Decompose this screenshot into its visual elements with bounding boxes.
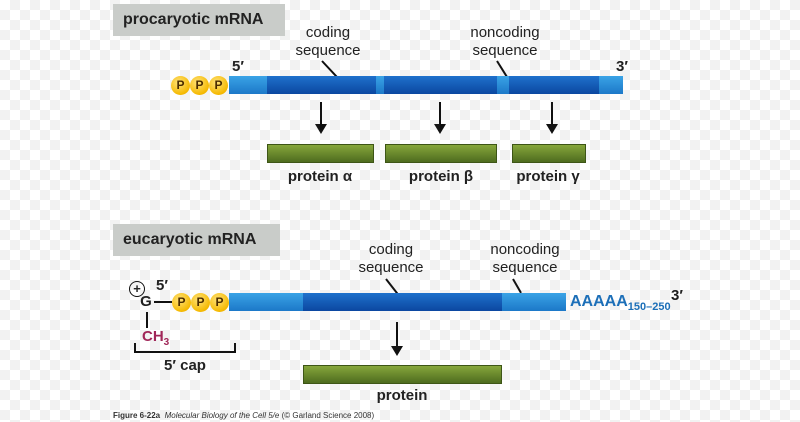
euk-phosphate-1: P — [172, 293, 191, 312]
coding-alpha — [267, 76, 376, 94]
utr-5 — [229, 76, 267, 94]
eukaryotic-noncoding-label: noncoding sequence — [490, 241, 560, 276]
arrow-euk-shaft — [396, 322, 398, 346]
eukaryotic-title: eucaryotic mRNA — [113, 224, 280, 256]
eukaryotic-3prime: 3′ — [671, 287, 683, 304]
arrow-beta-shaft — [439, 102, 441, 124]
eukaryotic-5prime: 5′ — [156, 277, 168, 294]
arrow-gamma-shaft — [551, 102, 553, 124]
arrow-beta-head — [434, 124, 446, 134]
poly-a-tail: AAAAA150–250 — [570, 293, 671, 314]
g-to-p-bond — [154, 301, 172, 303]
intercistronic-2 — [497, 76, 509, 94]
protein-gamma-bar — [512, 144, 586, 163]
euk-protein-label: protein — [376, 387, 428, 404]
arrow-euk-head — [391, 346, 403, 356]
protein-gamma-label: protein γ — [516, 168, 580, 185]
euk-phosphate-2: P — [191, 293, 210, 312]
methyl-group: CH3 — [142, 328, 170, 348]
phosphate-2: P — [190, 76, 209, 95]
coding-gamma — [509, 76, 599, 94]
protein-beta-bar — [385, 144, 497, 163]
phosphate-3: P — [209, 76, 228, 95]
prokaryotic-3prime: 3′ — [616, 58, 628, 75]
protein-alpha-label: protein α — [287, 168, 353, 185]
prokaryotic-noncoding-label: noncoding sequence — [470, 24, 540, 59]
intercistronic-1 — [376, 76, 384, 94]
euk-protein-bar — [303, 365, 502, 384]
protein-alpha-bar — [267, 144, 374, 163]
plus-circle-icon: + — [129, 281, 145, 297]
euk-utr-3 — [502, 293, 566, 311]
eukaryotic-coding-label: coding sequence — [358, 241, 424, 276]
guanine-label: G — [140, 293, 152, 310]
prokaryotic-title: procaryotic mRNA — [113, 4, 285, 36]
euk-coding — [303, 293, 502, 311]
g-to-ch3-bond — [146, 312, 148, 328]
figure-caption: Figure 6-22a Molecular Biology of the Ce… — [113, 411, 375, 420]
cap-label: 5′ cap — [164, 357, 206, 374]
euk-utr-5 — [229, 293, 303, 311]
arrow-alpha-shaft — [320, 102, 322, 124]
phosphate-1: P — [171, 76, 190, 95]
cap-bracket — [134, 343, 236, 353]
euk-phosphate-3: P — [210, 293, 229, 312]
arrow-alpha-head — [315, 124, 327, 134]
prokaryotic-coding-label: coding sequence — [295, 24, 361, 59]
prokaryotic-5prime: 5′ — [232, 58, 244, 75]
utr-3 — [599, 76, 623, 94]
prokaryotic-mrna — [229, 76, 623, 94]
coding-beta — [384, 76, 497, 94]
protein-beta-label: protein β — [408, 168, 474, 185]
arrow-gamma-head — [546, 124, 558, 134]
eukaryotic-mrna — [229, 293, 566, 311]
